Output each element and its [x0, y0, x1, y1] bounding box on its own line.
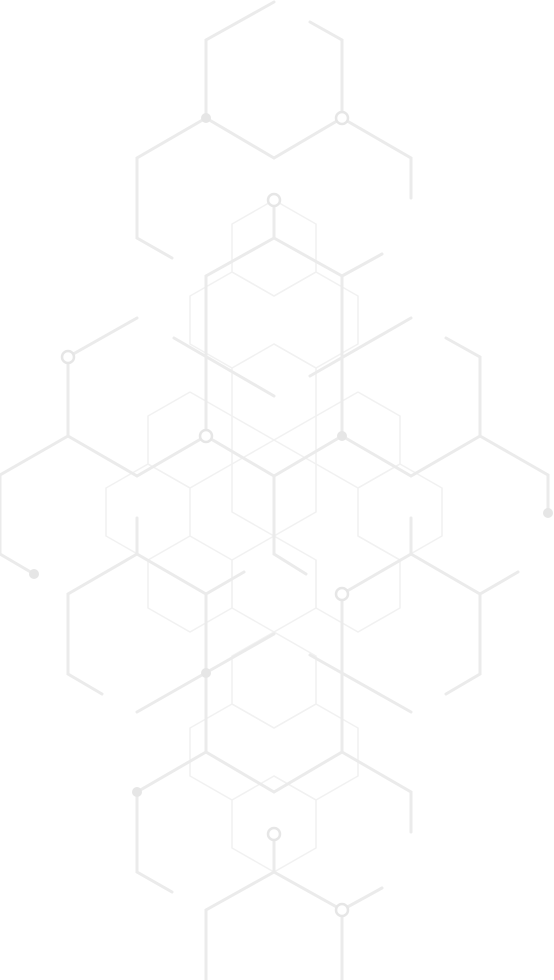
hexagon-line [340, 750, 413, 834]
hexagon-line [172, 336, 276, 398]
faint-hexagon [231, 343, 317, 441]
filled-node [201, 113, 211, 123]
ring-node [334, 902, 350, 918]
ring-node [60, 349, 76, 365]
hexagon-line [308, 653, 413, 714]
faint-hexagon [357, 463, 443, 561]
faint-hexagon [105, 463, 191, 561]
hexagon-line [135, 116, 208, 260]
ring-node [198, 428, 214, 444]
hexagon-line [135, 750, 208, 894]
faint-hexagon [315, 391, 401, 489]
hexagon-line [204, 592, 344, 794]
hexagon-line [444, 592, 482, 696]
faint-hexagon [231, 631, 317, 729]
node-layer [29, 110, 553, 918]
filled-node [543, 508, 553, 518]
filled-node [201, 668, 211, 678]
filled-node [29, 569, 39, 579]
hexagon-line [66, 316, 208, 478]
ring-node [266, 192, 282, 208]
hexagon-line [0, 434, 70, 576]
faint-hexagon [189, 271, 359, 369]
ring-node [334, 586, 350, 602]
hexagon-line [135, 516, 246, 596]
hexagon-line [66, 552, 139, 696]
hexagon-line [478, 434, 550, 515]
faint-hexagon [231, 775, 317, 873]
hexagon-line [272, 474, 308, 576]
filled-node [337, 431, 347, 441]
hexagon-line [340, 252, 384, 278]
hexagon-line [340, 886, 384, 912]
faint-hexagon [147, 535, 233, 633]
hexagon-line [308, 316, 413, 378]
hexagon-line [272, 870, 344, 980]
hexagon-line [204, 0, 344, 160]
ring-node [334, 110, 350, 126]
hexagon-line [340, 116, 413, 200]
faint-hexagon [147, 391, 233, 489]
faint-hexagon [189, 703, 359, 801]
filled-node [132, 787, 142, 797]
ring-node [266, 826, 282, 842]
hexagon-line [204, 832, 276, 980]
hexagon-line [340, 336, 482, 478]
hexagon-line [409, 552, 520, 596]
